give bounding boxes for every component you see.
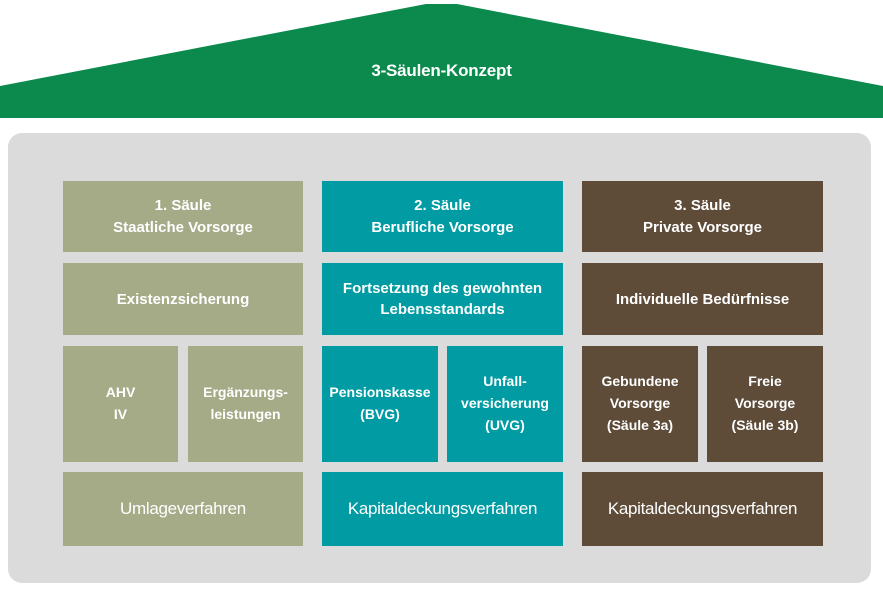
pillar2-component1-box: Pensionskasse (BVG) — [322, 346, 438, 462]
pillar3-header-box: 3. Säule Private Vorsorge — [582, 181, 823, 252]
pillar1-component2-box: Ergänzungs- leistungen — [188, 346, 303, 462]
pillar3-component2-box: Freie Vorsorge (Säule 3b) — [707, 346, 823, 462]
pillar1-financing-box: Umlageverfahren — [63, 472, 303, 546]
pillar3-goal-box: Individuelle Bedürfnisse — [582, 263, 823, 335]
pillar3-financing-box: Kapitaldeckungsverfahren — [582, 472, 823, 546]
pillar2-component2-box: Unfall- versicherung (UVG) — [447, 346, 563, 462]
diagram-title: 3-Säulen-Konzept — [371, 61, 512, 80]
pillar1-header-box: 1. Säule Staatliche Vorsorge — [63, 181, 303, 252]
pillar1-component1-box: AHV IV — [63, 346, 178, 462]
pillar1-goal-box: Existenzsicherung — [63, 263, 303, 335]
pillar2-header-box: 2. Säule Berufliche Vorsorge — [322, 181, 563, 252]
pillar3-component1-box: Gebundene Vorsorge (Säule 3a) — [582, 346, 698, 462]
pillar2-goal-box: Fortsetzung des gewohnten Lebensstandard… — [322, 263, 563, 335]
pillar2-financing-box: Kapitaldeckungsverfahren — [322, 472, 563, 546]
roof-shape: 3-Säulen-Konzept — [0, 4, 883, 118]
